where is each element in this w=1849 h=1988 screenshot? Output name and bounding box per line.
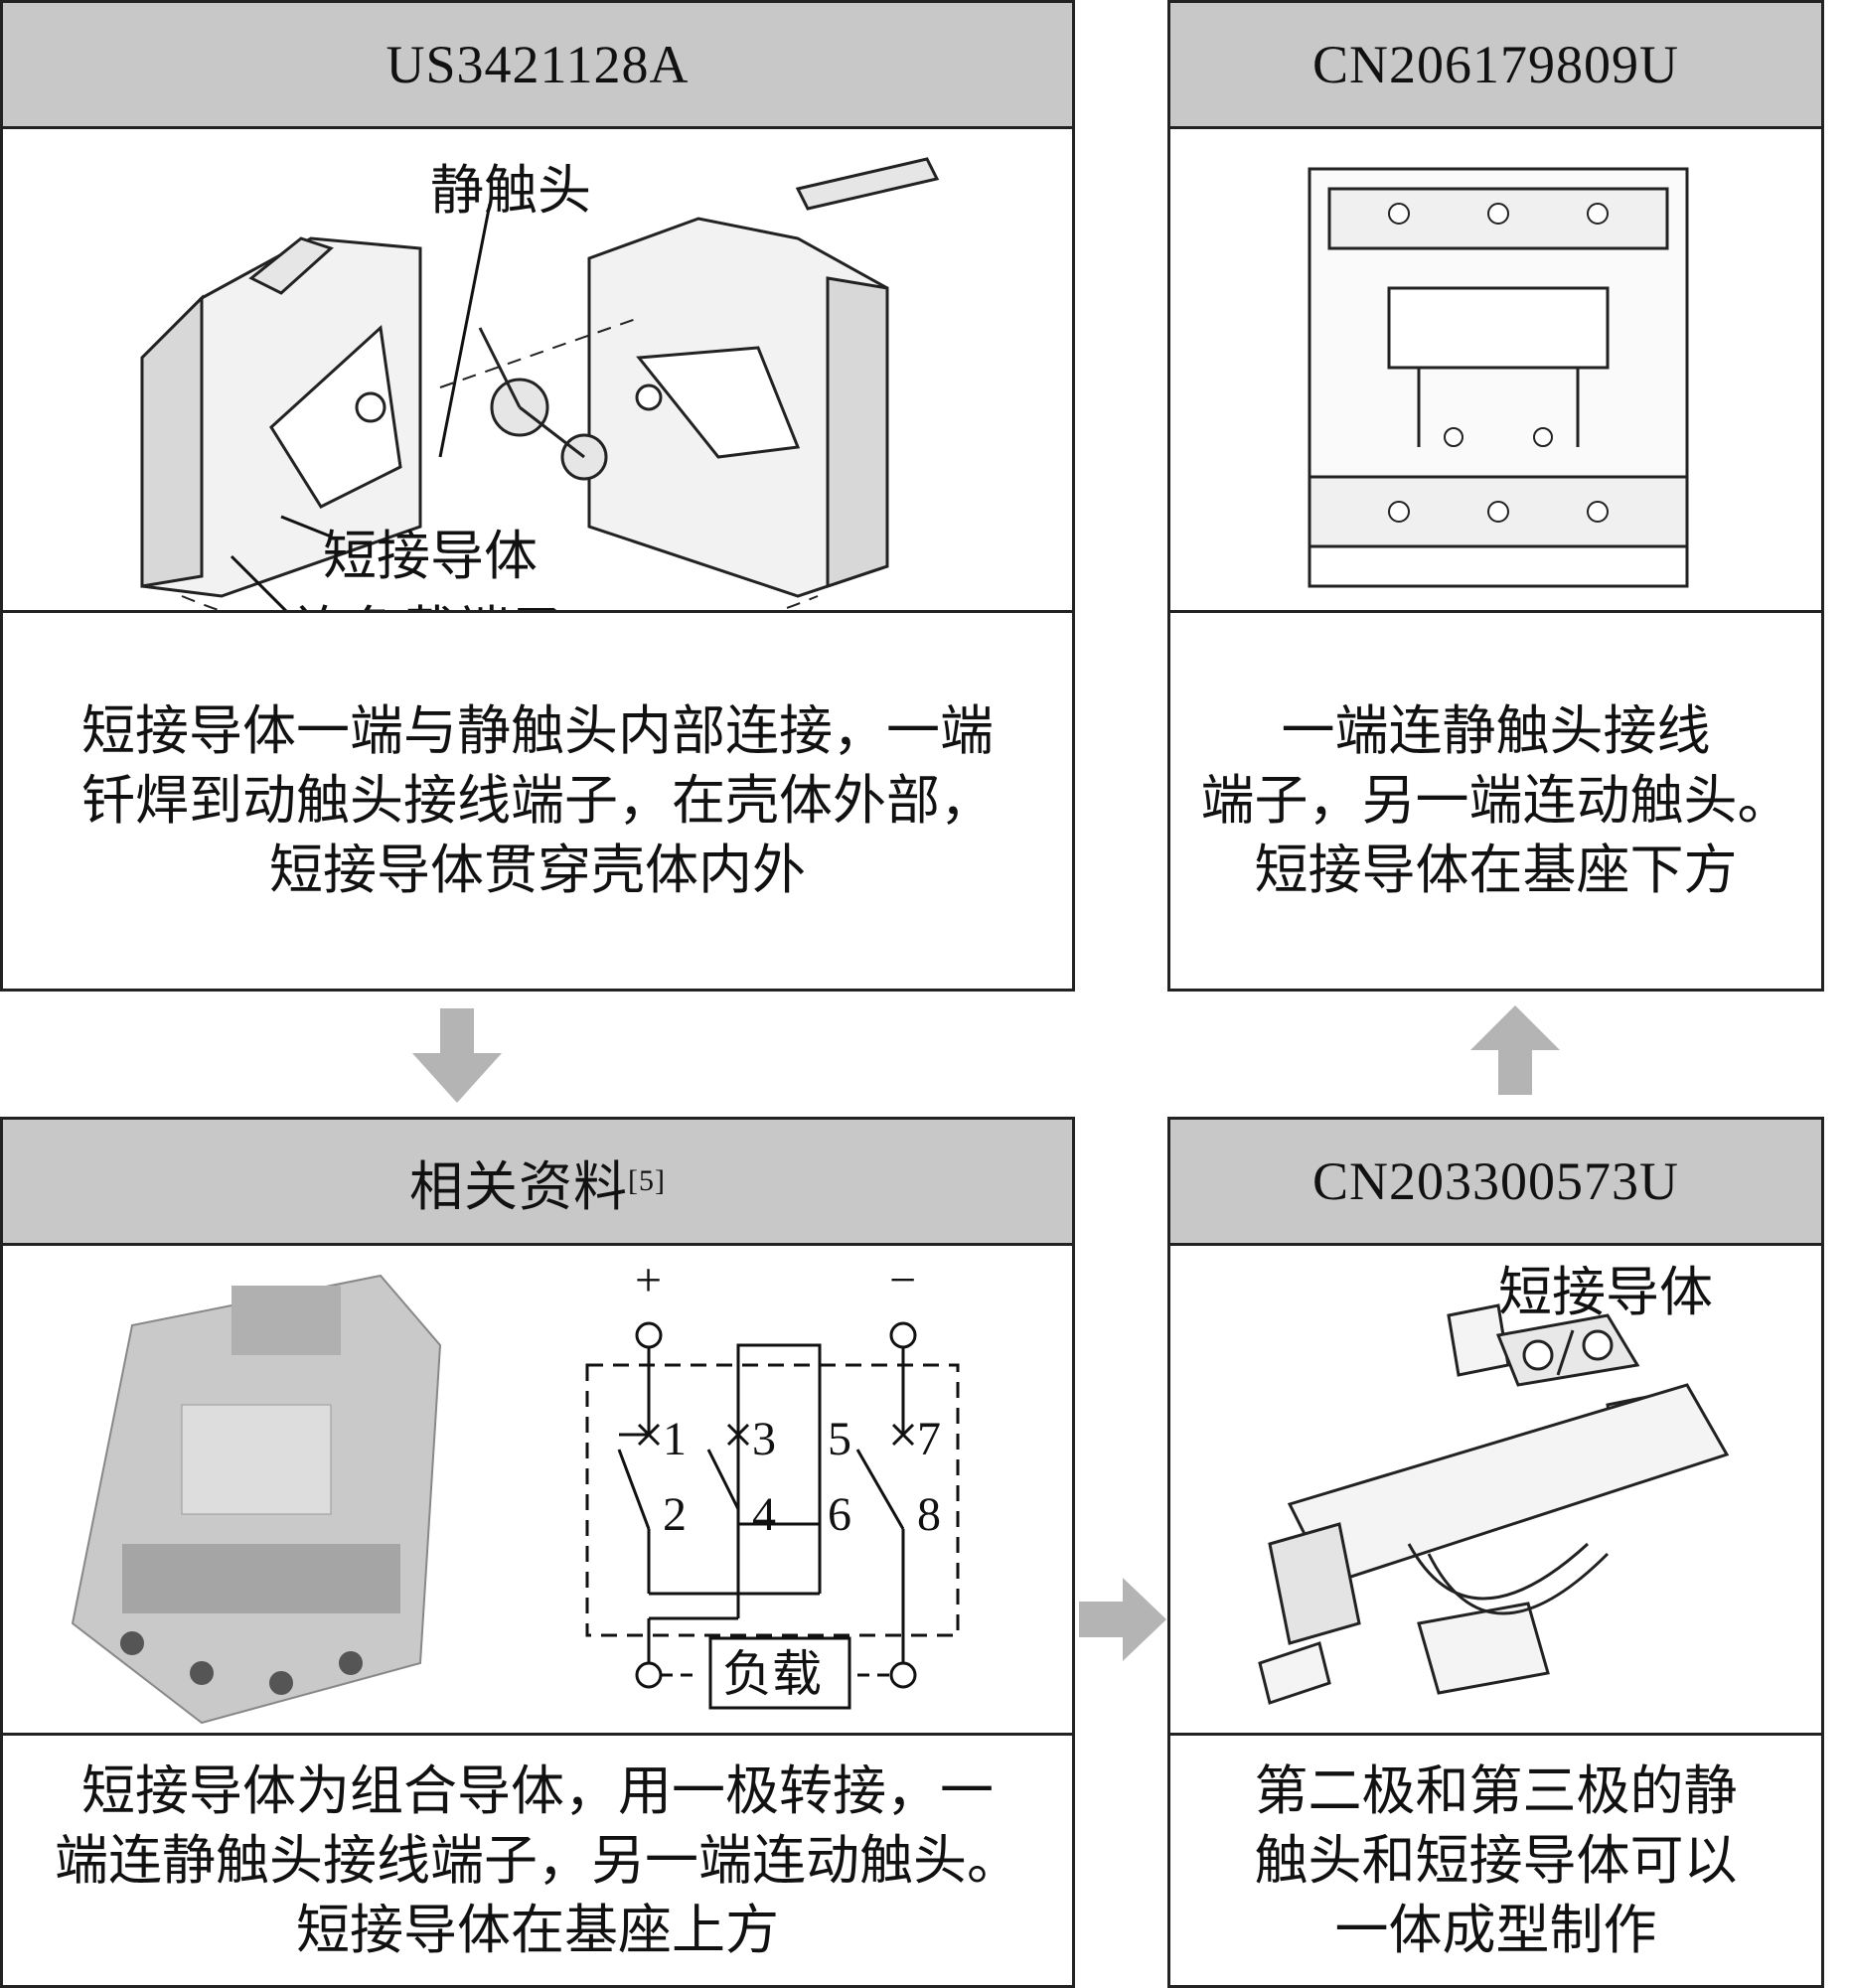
related-material-figure: + − 1 3 5 7 2 4 6 8 负载 — [3, 1246, 1072, 1736]
panel-description: 第二极和第三极的静 触头和短接导体可以 一体成型制作 — [1170, 1736, 1821, 1985]
terminal-minus: − — [889, 1254, 916, 1306]
shorting-conductor-illustration: 短接导体 — [1170, 1246, 1821, 1736]
desc-line: 第二极和第三极的静 — [1254, 1759, 1738, 1822]
panel-description: 短接导体一端与静触头内部连接，一端 钎焊到动触头接线端子，在壳体外部， 短接导体… — [3, 613, 1072, 989]
citation-ref: [5] — [628, 1164, 666, 1197]
panel-title: CN203300573U — [1170, 1120, 1821, 1246]
contact-1: 1 — [663, 1413, 687, 1465]
panel-cn206179809u: CN206179809U 一端连静触头接线 端子，另一端连动触头。 短接导体在基… — [1167, 0, 1824, 992]
panel-related-material: 相关资料[5] — [0, 1117, 1075, 1988]
contact-7: 7 — [917, 1413, 941, 1465]
label-load-terminal: 连负载端子 — [295, 600, 563, 610]
load-label: 负载 — [722, 1645, 822, 1703]
desc-line: 短接导体贯穿壳体内外 — [269, 839, 806, 901]
desc-line: 触头和短接导体可以 — [1254, 1828, 1738, 1892]
contact-3: 3 — [752, 1413, 776, 1465]
label-shorting-conductor: 短接导体 — [323, 525, 538, 587]
terminal-plus: + — [635, 1254, 662, 1306]
arrow-up-icon — [1470, 1005, 1560, 1095]
panel-title: 相关资料[5] — [3, 1120, 1072, 1246]
contact-6: 6 — [828, 1488, 851, 1541]
panel-cn203300573u: CN203300573U 短接导体 第二极和第三极的静 — [1167, 1117, 1824, 1988]
arrow-down-icon — [412, 1008, 502, 1103]
panel-description: 短接导体为组合导体，用一极转接，一 端连静触头接线端子，另一端连动触头。 短接导… — [3, 1736, 1072, 1985]
panel-title: US3421128A — [3, 3, 1072, 129]
desc-line: 一体成型制作 — [1334, 1898, 1657, 1961]
contact-4: 4 — [752, 1488, 776, 1541]
contact-5: 5 — [828, 1413, 851, 1465]
panel-title: CN206179809U — [1170, 3, 1821, 129]
desc-line: 端子，另一端连动触头。 — [1200, 769, 1791, 832]
desc-line: 端连静触头接线端子，另一端连动触头。 — [55, 1828, 1020, 1892]
desc-line: 短接导体一端与静触头内部连接，一端 — [81, 699, 994, 762]
label-shorting-conductor: 短接导体 — [1498, 1261, 1713, 1323]
desc-line: 一端连静触头接线 — [1281, 699, 1711, 762]
desc-line: 短接导体为组合导体，用一极转接，一 — [81, 1759, 994, 1822]
circuit-diagram — [585, 1321, 960, 1710]
label-static-contact: 静触头 — [430, 159, 591, 222]
contact-8: 8 — [917, 1488, 941, 1541]
panel-description: 一端连静触头接线 端子，另一端连动触头。 短接导体在基座下方 — [1170, 613, 1821, 989]
arrow-right-icon — [1079, 1578, 1166, 1661]
contact-2: 2 — [663, 1488, 687, 1541]
desc-line: 短接导体在基座上方 — [296, 1898, 779, 1961]
breaker-exploded-illustration: 静触头 短接导体 连负载端子 — [3, 129, 1072, 613]
panel-us3421128a: US3421128A — [0, 0, 1075, 992]
breaker-base-illustration — [1170, 129, 1821, 613]
desc-line: 钎焊到动触头接线端子，在壳体外部， — [81, 769, 994, 832]
breaker-photo — [71, 1274, 442, 1725]
desc-line: 短接导体在基座下方 — [1254, 839, 1738, 901]
